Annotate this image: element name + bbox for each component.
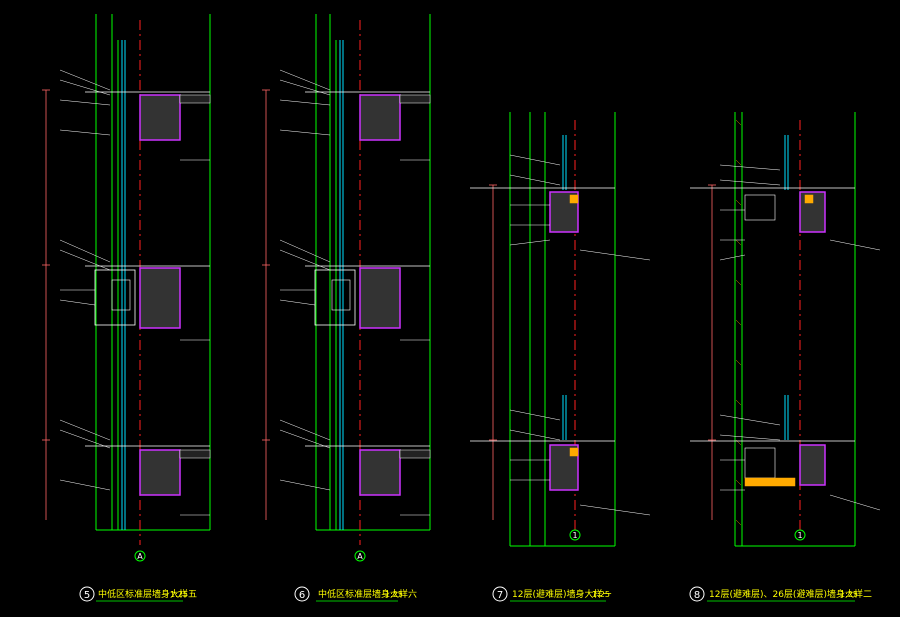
detail-7-floor-slab-1 (470, 187, 615, 233)
detail-6-axis-label: A (357, 552, 363, 561)
detail-6-floor-slab-3 (305, 445, 431, 496)
detail-8-number-bubble (689, 586, 705, 602)
detail-7-number-bubble (492, 586, 508, 602)
detail-6-section: A 6 中低区标准层墙身大样六 1:25 (262, 14, 431, 602)
detail-8-title: 12层(避难层)、26层(避难层)墙身大样二 (709, 588, 872, 600)
detail-7-axis-bubble (569, 529, 581, 541)
detail-8-scale: 1:25 (840, 590, 858, 599)
detail-6-mullion-glass (339, 40, 344, 530)
detail-7-dimension-line (489, 184, 497, 520)
detail-8-leaders (719, 164, 881, 511)
detail-5-title: 中低区标准层墙身大样五 (98, 588, 197, 600)
detail-5-number: 5 (84, 590, 90, 601)
detail-8-mullion-glass (784, 135, 789, 440)
detail-7-leaders (509, 154, 651, 516)
detail-6-number: 6 (299, 590, 305, 601)
detail-8-axis-bubble (794, 529, 806, 541)
detail-7-scale: 1:25 (592, 590, 610, 599)
detail-7-axis-label: 1 (572, 531, 577, 540)
detail-5-scale: 1:25 (170, 590, 188, 599)
detail-5-leaders (59, 69, 210, 516)
detail-8-wall-hatch (735, 119, 742, 526)
detail-8-floor-slab-1 (690, 187, 855, 233)
detail-5-axis-label: A (137, 552, 143, 561)
detail-8-frame (734, 112, 856, 547)
detail-5-axis-bubble (134, 550, 146, 562)
detail-7-title: 12层(避难层)墙身大样一 (512, 588, 611, 600)
detail-5-mullion-glass (121, 40, 126, 530)
detail-8-floor-slab-2 (690, 440, 855, 487)
detail-6-title-block: 6 中低区标准层墙身大样六 1:25 (294, 586, 417, 602)
detail-5-title-block: 5 中低区标准层墙身大样五 1:25 (79, 586, 197, 602)
detail-8-axis-label: 1 (797, 531, 802, 540)
detail-8-number: 8 (694, 590, 700, 601)
detail-5-floor-slab-3 (85, 445, 211, 496)
detail-6-frame (315, 14, 431, 531)
detail-6-leaders (279, 69, 430, 516)
detail-6-axis-bubble (354, 550, 366, 562)
detail-8-dimension-line (708, 184, 716, 520)
detail-7-frame (509, 112, 616, 547)
detail-7-mullion-glass (562, 135, 567, 440)
detail-6-scale: 1:25 (385, 590, 403, 599)
detail-6-floor-slab-1 (305, 91, 431, 141)
detail-8-section: 1 8 12层(避难层)、26层(避难层)墙身大样二 1:25 (689, 112, 881, 602)
detail-5-number-bubble (79, 586, 95, 602)
detail-7-title-block: 7 12层(避难层)墙身大样一 1:25 (492, 586, 611, 602)
detail-7-section: 1 7 12层(避难层)墙身大样一 1:25 (470, 112, 651, 602)
detail-6-title: 中低区标准层墙身大样六 (318, 588, 417, 600)
detail-5-floor-slab-2 (85, 265, 210, 329)
detail-7-number: 7 (497, 590, 503, 601)
detail-8-title-block: 8 12层(避难层)、26层(避难层)墙身大样二 1:25 (689, 586, 872, 602)
detail-5-section: A 5 中低区标准层墙身大样五 1:25 (42, 14, 211, 602)
detail-6-dimension-line (262, 89, 270, 520)
detail-6-number-bubble (294, 586, 310, 602)
detail-5-dimension-line (42, 89, 50, 520)
detail-7-floor-slab-2 (470, 440, 615, 491)
detail-6-floor-slab-2 (305, 265, 430, 329)
detail-5-floor-slab-1 (85, 91, 211, 141)
